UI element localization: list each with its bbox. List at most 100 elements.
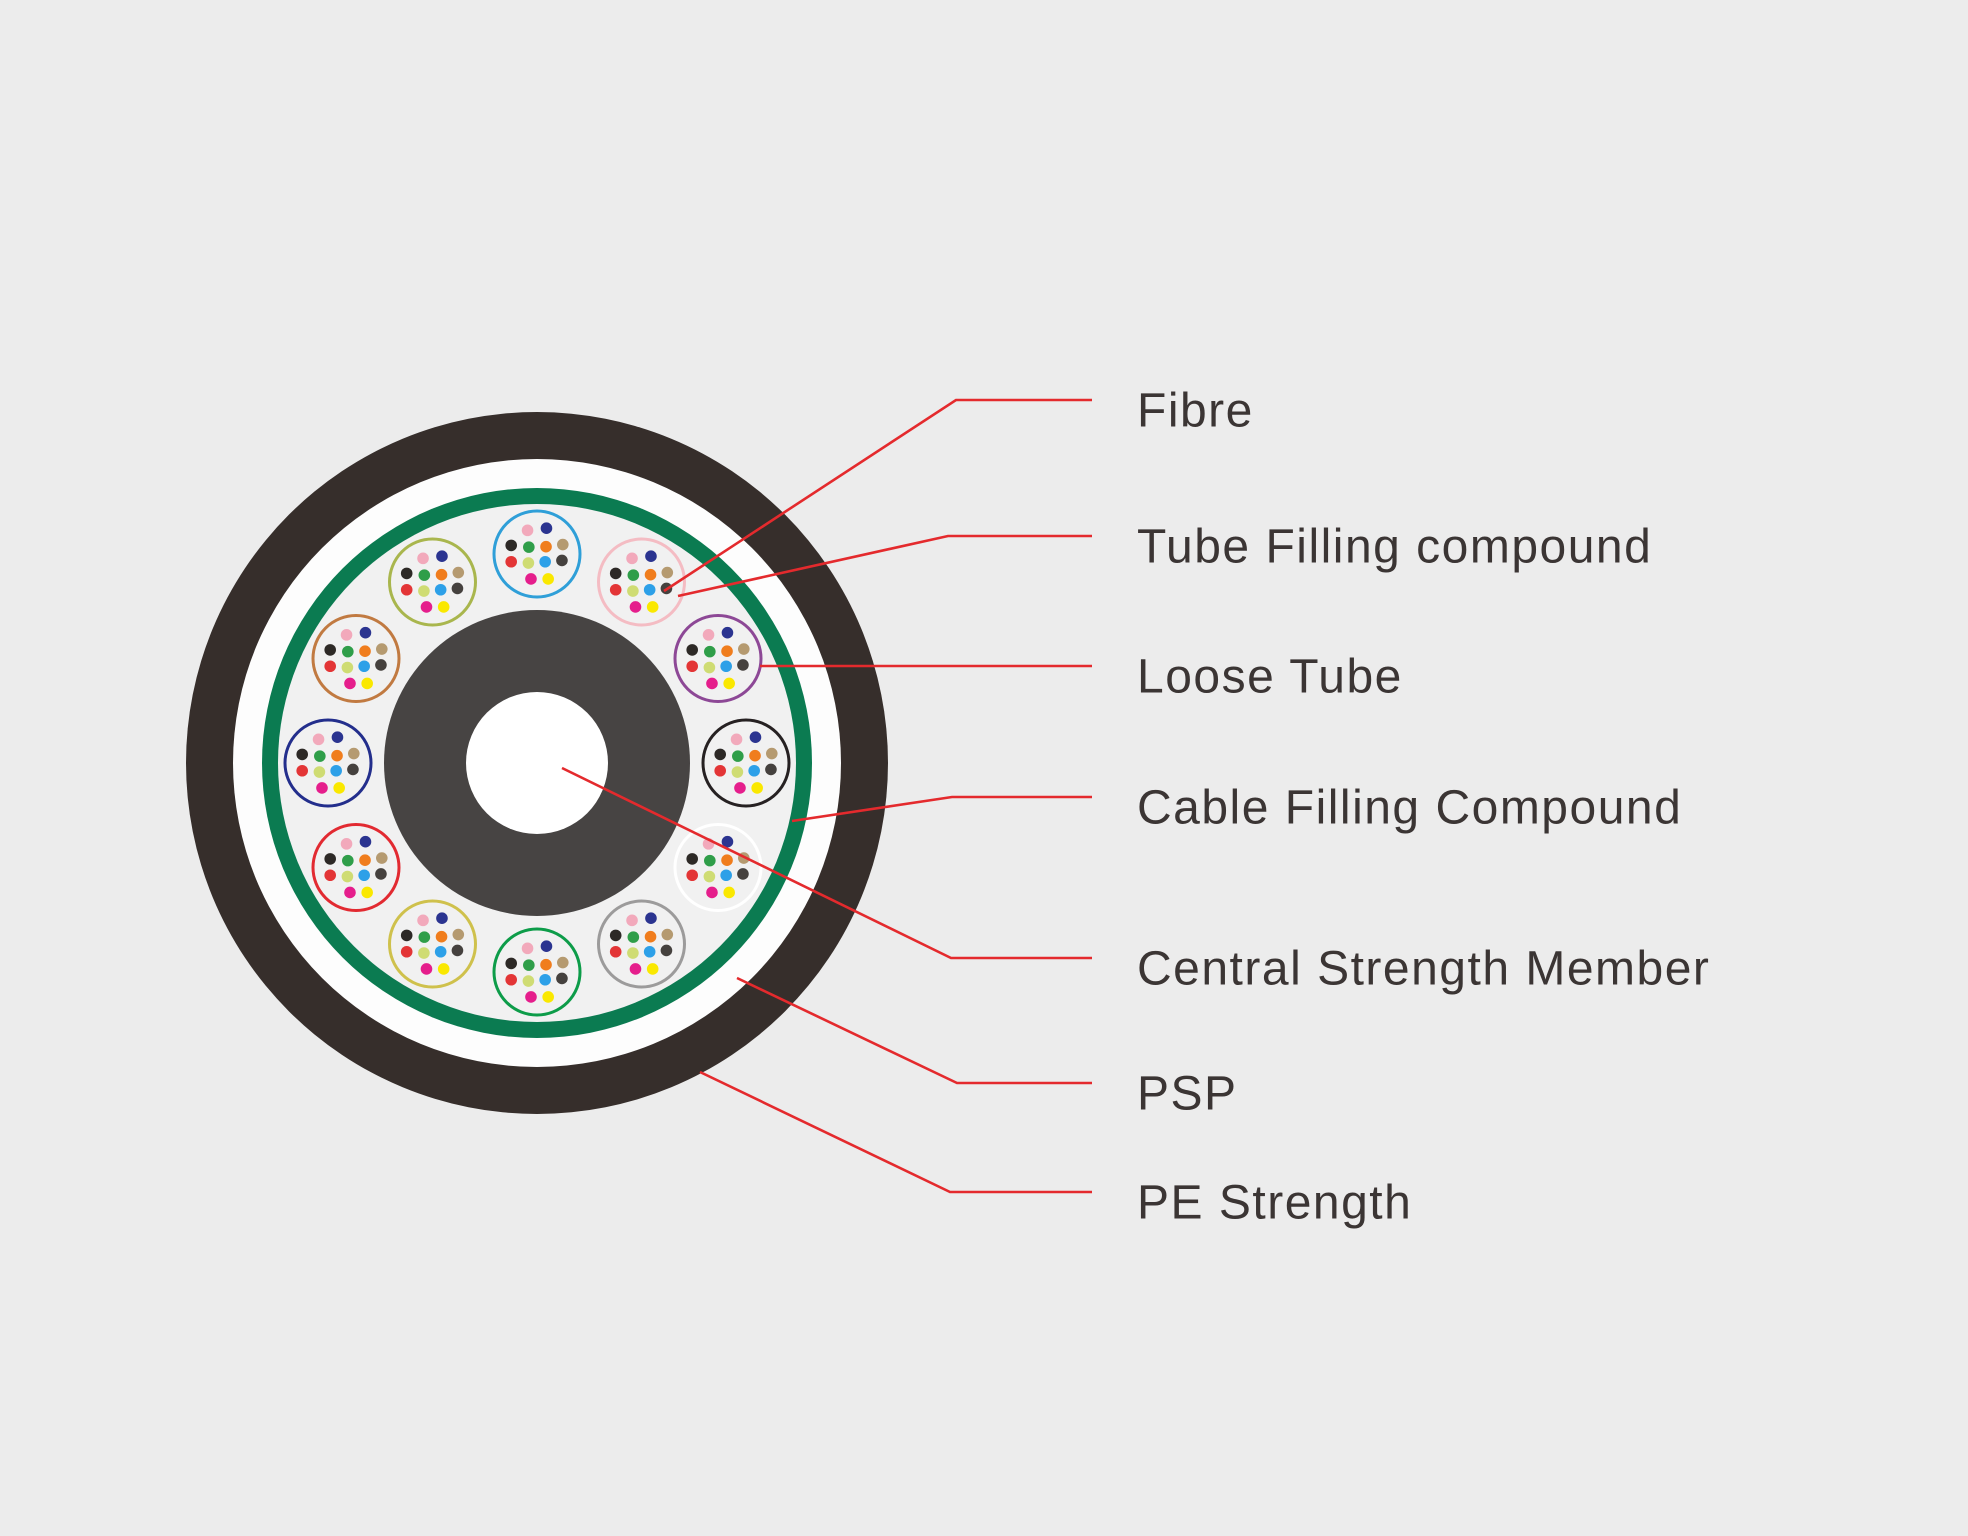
fibre-dot — [723, 677, 735, 690]
fibre-dot — [737, 659, 749, 671]
fibre-dot — [643, 945, 656, 958]
fibre-dot — [361, 886, 373, 899]
leader-line-central-strength-member — [561, 766, 1092, 960]
fibre-dot — [316, 782, 328, 794]
fibre-dot — [342, 854, 354, 867]
fibre-dot — [314, 750, 326, 762]
fibre-dot — [686, 869, 698, 882]
fibre-dot — [341, 661, 354, 674]
fibre-dot — [730, 733, 743, 746]
fibre-dot — [525, 991, 537, 1003]
loose-tube — [311, 614, 401, 703]
fibre-dot — [505, 555, 517, 568]
fibre-dot — [706, 677, 718, 690]
label-psp: PSP — [1137, 1068, 1238, 1121]
fibre-dot — [418, 947, 430, 959]
fibre-dot — [375, 868, 387, 880]
label-pe-strength: PE Strength — [1137, 1177, 1412, 1230]
fibre-dot — [704, 645, 716, 658]
fibre-dot — [646, 601, 659, 613]
fibre-dot — [714, 748, 726, 761]
fibre-dot — [400, 583, 413, 596]
fibre-dot — [418, 569, 431, 581]
fibre-dot — [627, 569, 640, 581]
fibre-dot — [686, 853, 698, 865]
fibre-dot — [331, 749, 343, 762]
fibre-dot — [660, 944, 673, 957]
fibre-dot — [521, 524, 534, 537]
fibre-dot — [313, 766, 326, 778]
loose-tube — [388, 899, 477, 989]
loose-tube — [311, 823, 401, 912]
fibre-dot — [505, 539, 517, 552]
fibre-dot — [609, 945, 622, 958]
fibre-dot — [522, 557, 535, 569]
fibre-dot — [361, 677, 373, 690]
fibre-dot — [342, 645, 354, 658]
fibre-dot — [557, 956, 569, 969]
fibre-dot — [359, 835, 372, 848]
fibre-dot — [521, 942, 534, 955]
fibre-dot — [435, 568, 448, 581]
fibre-dot — [540, 540, 552, 553]
fibre-dot — [340, 838, 353, 850]
fibre-dot — [702, 629, 715, 641]
fibre-dot — [418, 585, 430, 597]
fibre-dot — [417, 552, 429, 565]
fibre-dot — [437, 963, 450, 975]
fibre-dot — [737, 643, 750, 655]
fibre-dot — [359, 626, 372, 639]
fibre-dot — [686, 644, 698, 656]
central-strength-member-rod — [466, 692, 608, 834]
fibre-dot — [400, 567, 413, 580]
leader-line-pe-strength — [699, 1070, 1092, 1194]
fibre-dot — [435, 930, 448, 943]
loose-tube — [492, 927, 582, 1017]
fibre-dot — [451, 582, 464, 595]
fibre-dot — [505, 973, 517, 986]
fibre-dot — [324, 660, 337, 673]
fibre-dot — [341, 870, 354, 883]
fibre-dot — [645, 912, 657, 924]
fibre-dot — [556, 554, 568, 567]
fibre-dot — [644, 930, 657, 943]
fibre-dot — [609, 583, 622, 596]
fibre-dot — [540, 958, 552, 971]
fibre-dot — [436, 912, 448, 924]
fibre-dot — [359, 854, 371, 866]
fibre-dot — [627, 931, 640, 943]
loose-tube — [597, 899, 686, 989]
fibre-dot — [721, 626, 734, 639]
fibre-dot — [452, 566, 465, 579]
fibre-dot — [721, 645, 733, 657]
fibre-dot — [324, 869, 337, 882]
loose-tube — [492, 509, 582, 599]
label-fibre: Fibre — [1137, 385, 1254, 438]
fibre-dot — [451, 944, 464, 957]
fibre-dot — [645, 550, 657, 563]
fibre-dot — [436, 550, 448, 563]
loose-tube — [388, 537, 477, 627]
fibre-dot — [437, 601, 450, 613]
fibre-dot — [626, 914, 638, 927]
label-central-strength-member: Central Strength Member — [1137, 943, 1710, 996]
fibre-dot — [737, 868, 749, 880]
fibre-dot — [732, 750, 744, 762]
fibre-dot — [731, 766, 744, 778]
fibre-dot — [748, 764, 760, 777]
fibre-dot — [706, 886, 718, 899]
fibre-dot — [749, 749, 761, 762]
fibre-dot — [347, 763, 359, 776]
fibre-dot — [720, 660, 732, 673]
fibre-dot — [703, 870, 716, 883]
fibre-dot — [542, 573, 554, 585]
fibre-dot — [523, 541, 535, 553]
label-tube-filling-compound: Tube Filling compound — [1137, 521, 1652, 574]
fibre-dot — [714, 764, 726, 777]
fibre-dot — [609, 929, 622, 942]
fibre-dot — [723, 886, 735, 899]
loose-tube — [673, 614, 763, 703]
fibre-dot — [344, 886, 356, 899]
